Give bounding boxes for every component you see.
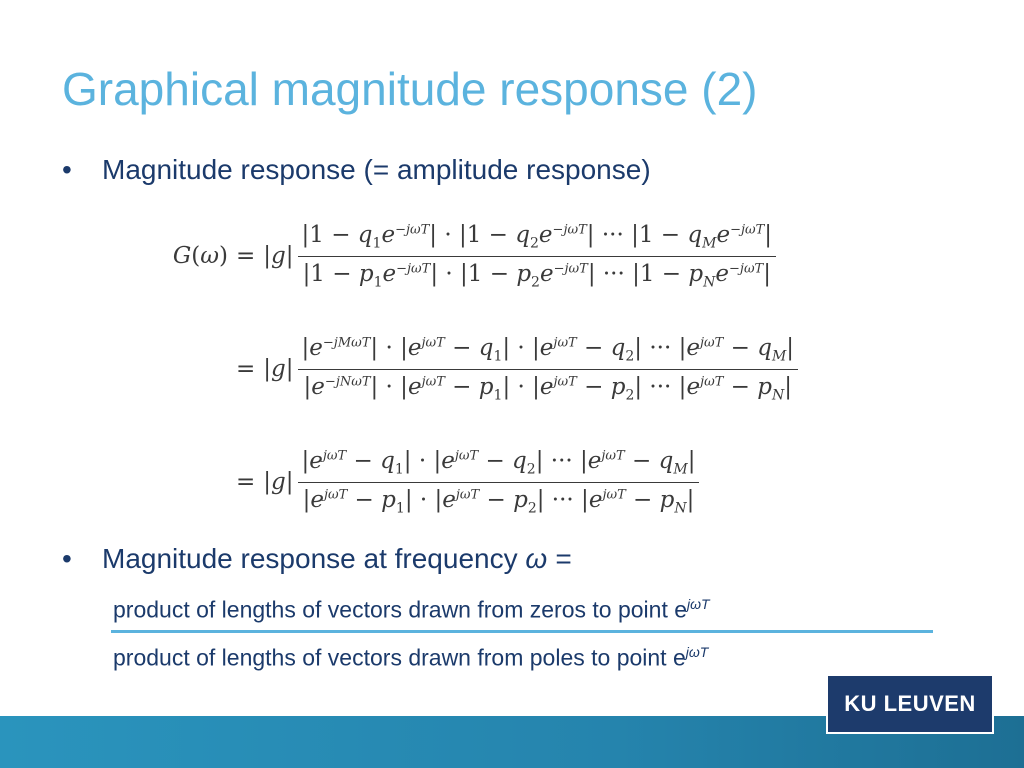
- bullet-marker: •: [62, 154, 72, 185]
- equation-line-3: = |g| |ejωT − q1| · |ejωT − q2| ··· |ejω…: [228, 448, 700, 516]
- bullet-item-magnitude-response: • Magnitude response (= amplitude respons…: [62, 154, 651, 186]
- bullet-marker: •: [62, 543, 72, 574]
- omega-symbol: ω =: [525, 543, 572, 574]
- bullet-item-magnitude-at-frequency: • Magnitude response at frequency ω =: [62, 543, 571, 575]
- denominator-exponent: jωT: [685, 644, 709, 660]
- numerator-exponent: jωT: [687, 596, 710, 612]
- bullet-text: Magnitude response at frequency: [102, 543, 526, 574]
- fraction-divider: [111, 630, 933, 633]
- ratio-numerator: product of lengths of vectors drawn from…: [113, 596, 710, 624]
- logo-text: KU LEUVEN: [844, 691, 976, 716]
- bullet-text: Magnitude response (= amplitude response…: [102, 154, 651, 185]
- denominator-text: product of lengths of vectors drawn from…: [113, 644, 686, 671]
- ku-leuven-logo: KU LEUVEN: [826, 674, 994, 734]
- equation-line-2: = |g| |e−jMωT| · |ejωT − q1| · |ejωT − q…: [228, 335, 799, 403]
- numerator-text: product of lengths of vectors drawn from…: [113, 596, 688, 623]
- equation-line-1: G(ω) = |g| |1 − q1e−jωT| · |1 − q2e−jωT|…: [158, 222, 777, 290]
- slide-title: Graphical magnitude response (2): [62, 63, 758, 115]
- ratio-denominator: product of lengths of vectors drawn from…: [113, 644, 708, 672]
